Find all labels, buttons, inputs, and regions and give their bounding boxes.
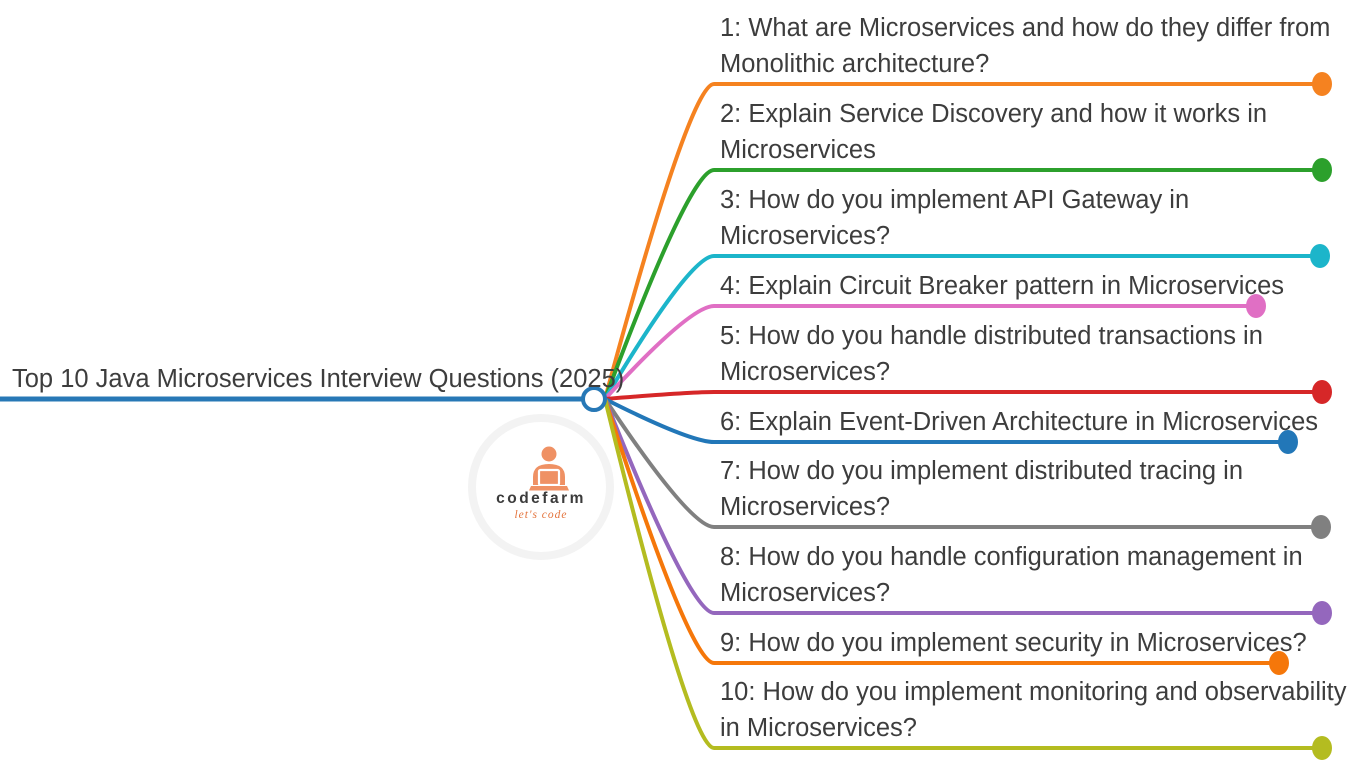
branch-label-8-line-2: Microservices? — [720, 579, 891, 607]
branch-label-3-line-2: Microservices? — [720, 222, 891, 250]
branch-label-10-line-2: in Microservices? — [720, 714, 917, 742]
branch-label-8-line-1: 8: How do you handle configuration manag… — [720, 543, 1303, 571]
branch-label-4-line-1: 4: Explain Circuit Breaker pattern in Mi… — [720, 272, 1285, 300]
branch-label-7-line-1: 7: How do you implement distributed trac… — [720, 457, 1244, 485]
branch-label-7-line-2: Microservices? — [720, 493, 891, 521]
branch-collapse-dot-1[interactable] — [1312, 72, 1332, 96]
branch-label-6-line-1: 6: Explain Event-Driven Architecture in … — [720, 408, 1319, 436]
branch-label-5-line-1: 5: How do you handle distributed transac… — [720, 322, 1263, 350]
branch-label-10-line-1: 10: How do you implement monitoring and … — [720, 678, 1347, 706]
root-expand-circle[interactable] — [581, 386, 607, 412]
branch-collapse-dot-4[interactable] — [1246, 294, 1266, 318]
branch-collapse-dot-2[interactable] — [1312, 158, 1332, 182]
branch-collapse-dot-3[interactable] — [1310, 244, 1330, 268]
person-with-laptop-icon — [529, 446, 569, 491]
branch-label-2-line-2: Microservices — [720, 136, 876, 164]
logo-tagline: let's code — [514, 509, 568, 521]
logo-name: codefarm — [496, 490, 586, 507]
branch-label-2-line-1: 2: Explain Service Discovery and how it … — [720, 100, 1268, 128]
root-node-label: Top 10 Java Microservices Interview Ques… — [12, 365, 625, 393]
branch-label-1-line-2: Monolithic architecture? — [720, 50, 990, 78]
branch-label-3-line-1: 3: How do you implement API Gateway in — [720, 186, 1190, 214]
branch-label-9-line-1: 9: How do you implement security in Micr… — [720, 629, 1307, 657]
branch-label-1-line-1: 1: What are Microservices and how do the… — [720, 14, 1331, 42]
branch-label-5-line-2: Microservices? — [720, 358, 891, 386]
branch-collapse-dot-10[interactable] — [1312, 736, 1332, 760]
